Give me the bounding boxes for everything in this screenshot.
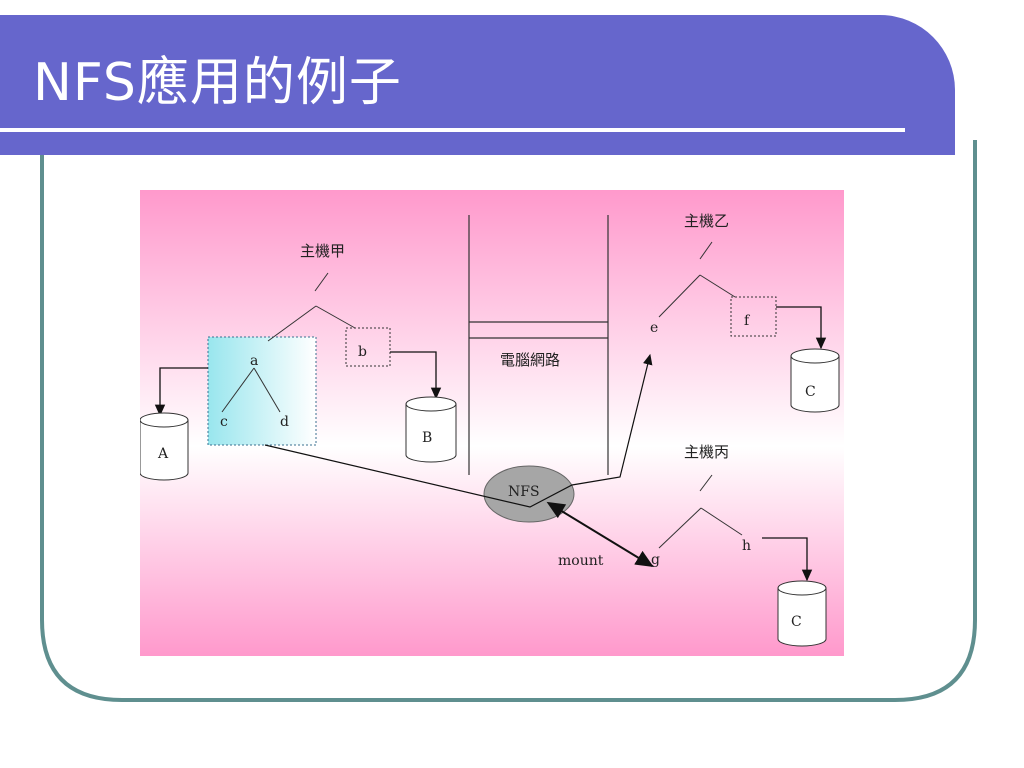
mount-label: mount: [558, 553, 604, 569]
disk-host-b-label: C: [805, 384, 816, 400]
network-column: [468, 215, 609, 475]
dir-a: a: [250, 353, 258, 369]
mount-arrow: [546, 501, 654, 568]
title-underline: [0, 128, 905, 132]
disk-b-icon: [405, 396, 457, 463]
dir-b: b: [358, 344, 367, 360]
nfs-export-line: [264, 353, 653, 508]
disk-a-label: A: [157, 446, 169, 462]
dir-h: h: [742, 538, 751, 554]
host-b-label: 主機乙: [684, 212, 729, 230]
disk-host-b-icon: [790, 348, 840, 413]
disk-host-c-icon: [777, 580, 827, 647]
page-title: NFS應用的例子: [33, 53, 402, 113]
disk-a-icon: [140, 412, 189, 481]
dir-e: e: [650, 320, 658, 336]
dir-f: f: [744, 313, 751, 329]
dir-d: d: [280, 414, 289, 430]
host-a-dir-b-box: [345, 327, 391, 367]
host-b-dir-f-box: [730, 296, 777, 337]
host-a-label: 主機甲: [300, 242, 345, 260]
disk-host-c-label: C: [791, 614, 802, 630]
dir-c: c: [220, 414, 228, 430]
dir-g: g: [651, 552, 660, 568]
disk-b-label: B: [422, 430, 432, 446]
host-a-exported-dir-box: [207, 336, 317, 446]
nfs-diagram: 電腦網路 主機甲 a c d b A B NFS mount 主機乙 e f: [140, 190, 844, 656]
host-c-label: 主機丙: [684, 443, 729, 461]
nfs-label: NFS: [508, 484, 540, 500]
network-label: 電腦網路: [500, 351, 560, 369]
